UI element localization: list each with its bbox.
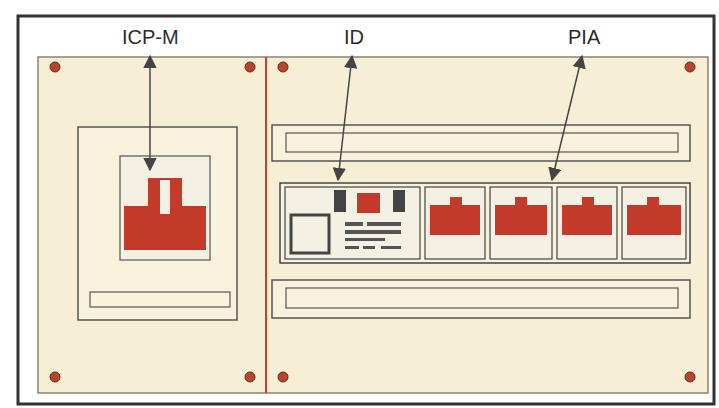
part-label: PIA xyxy=(565,26,603,48)
part-label: ICP-M xyxy=(119,26,182,48)
part-label: ID xyxy=(341,26,367,48)
